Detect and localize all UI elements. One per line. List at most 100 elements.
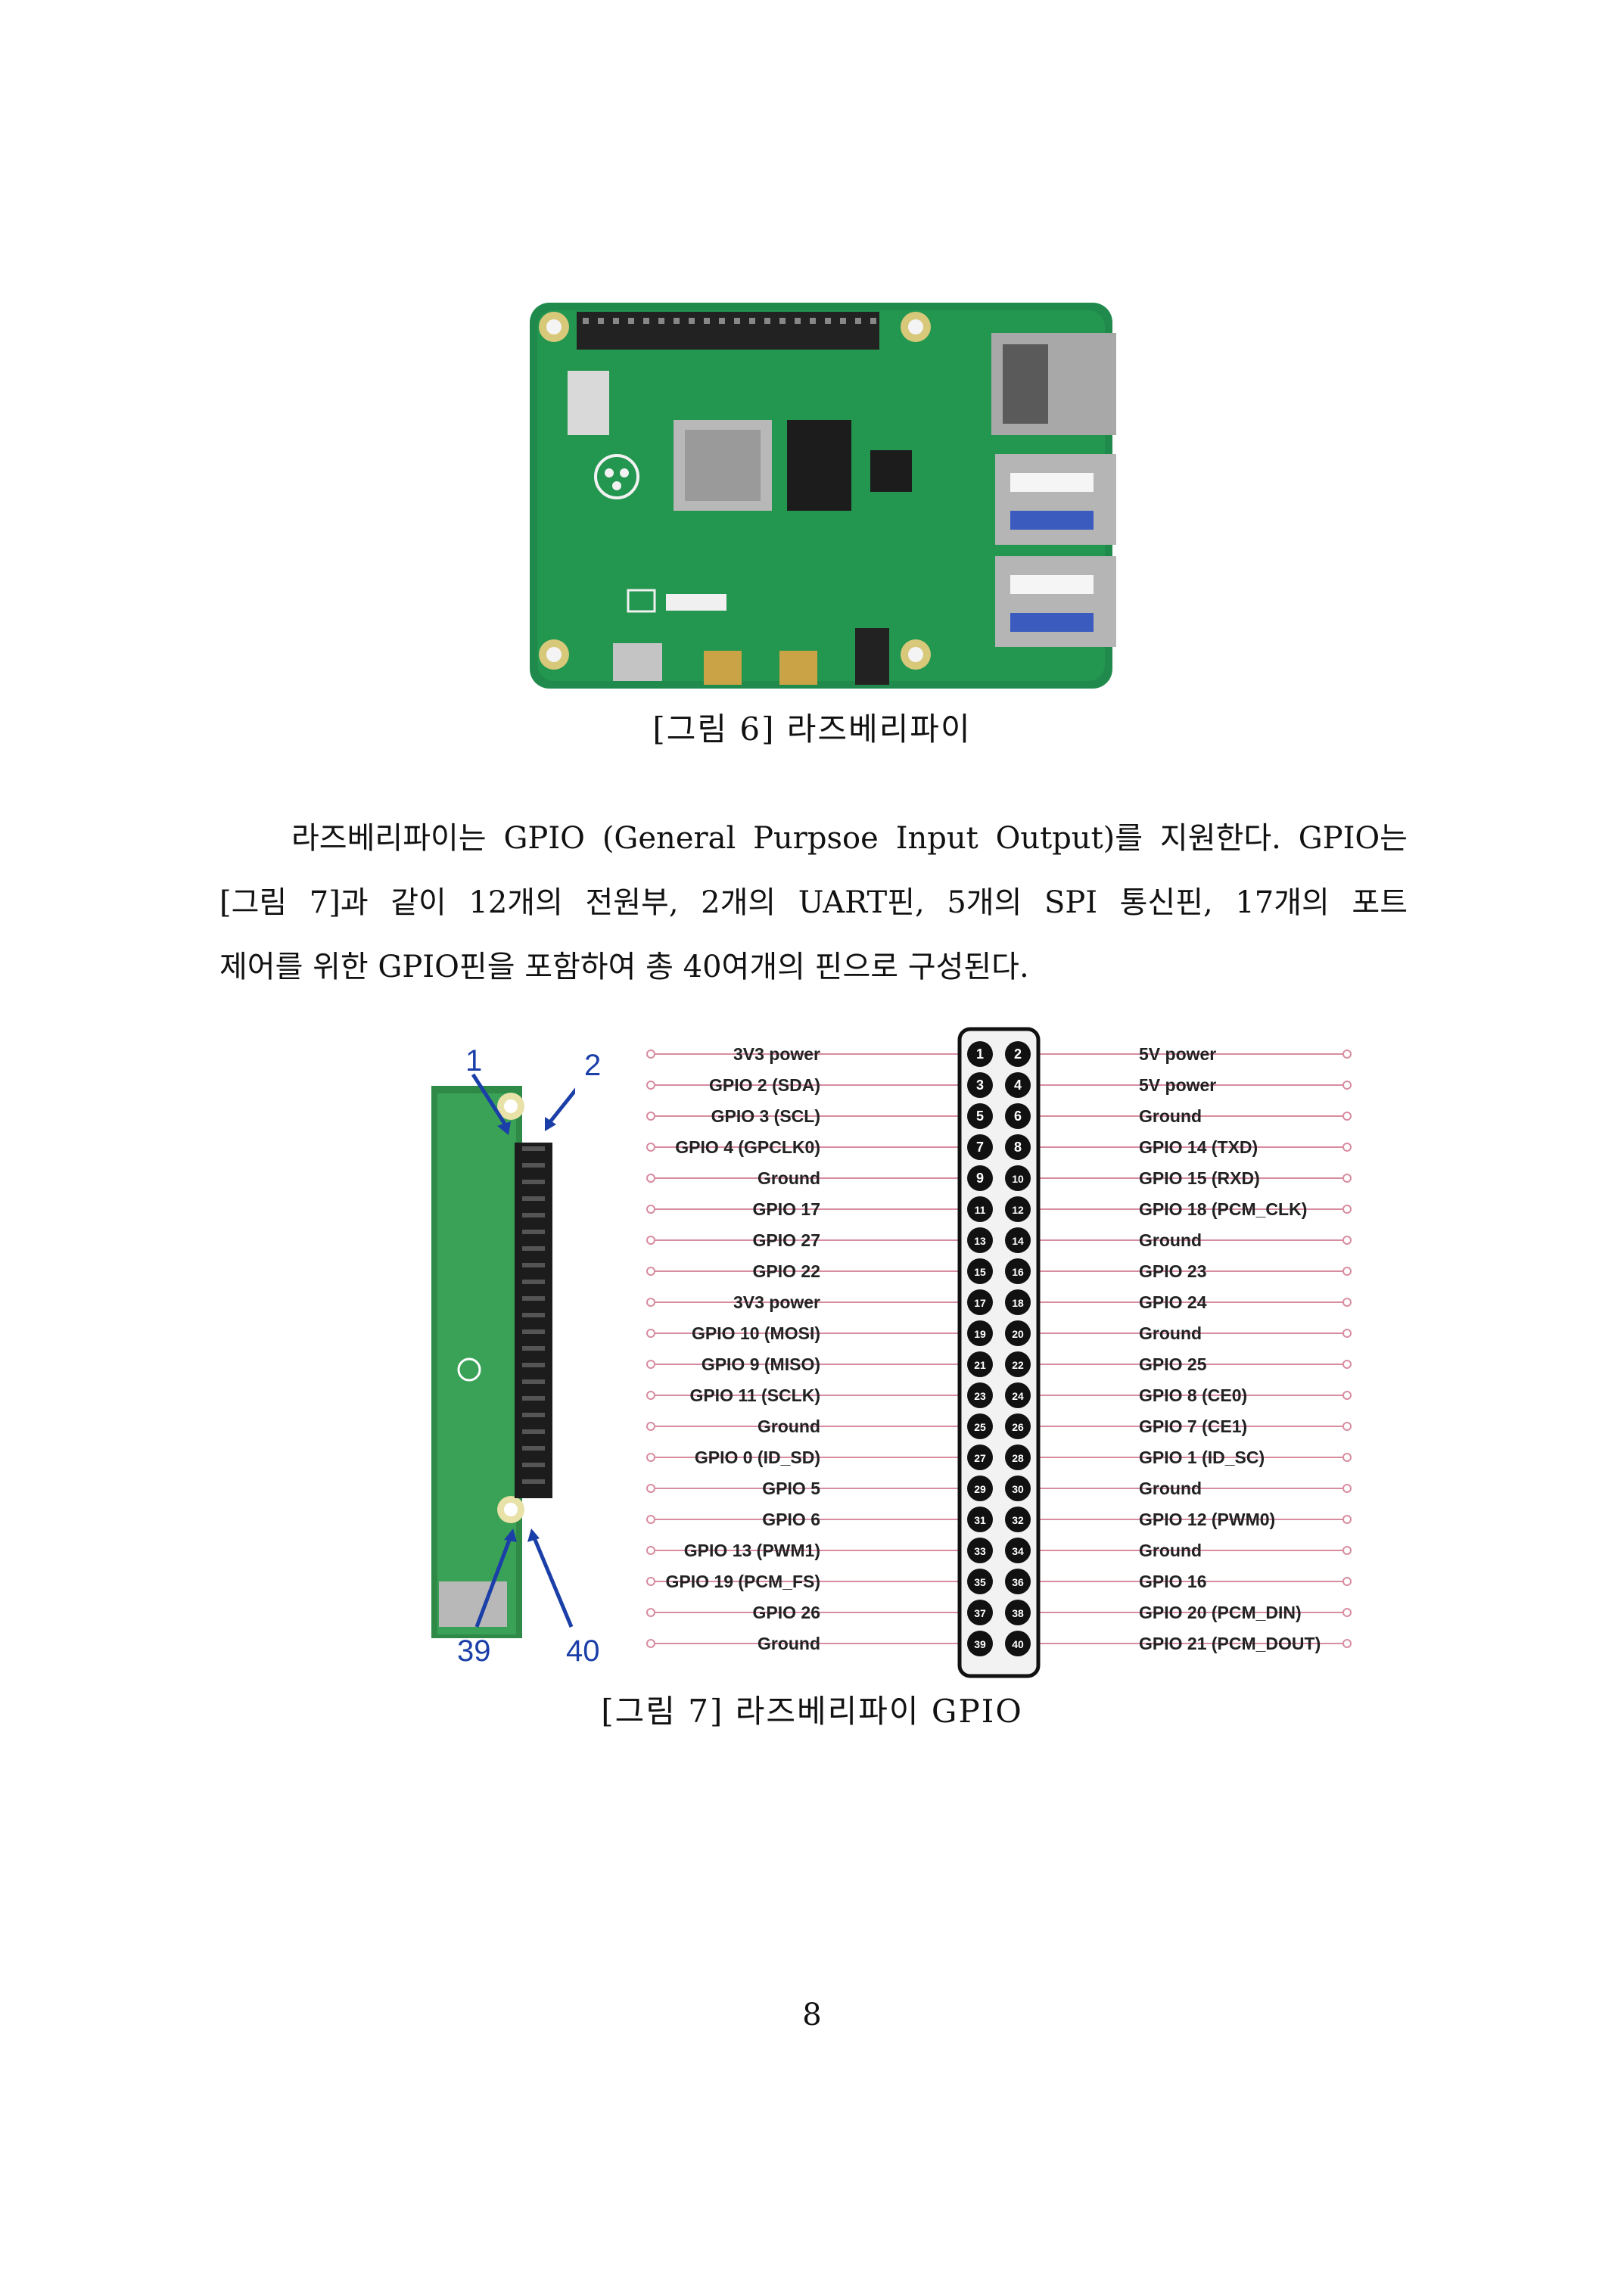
pin-label-28: GPIO 1 (ID_SC) (1139, 1448, 1265, 1467)
pin-11 (967, 1196, 993, 1222)
pin-label-1: 3V3 power (733, 1044, 820, 1064)
pin-label-17: 3V3 power (733, 1292, 820, 1312)
pin-line-end-16 (1342, 1267, 1352, 1276)
pin-number-12: 12 (1012, 1204, 1024, 1216)
pin-number-23: 23 (974, 1390, 986, 1402)
pin-5 (967, 1103, 993, 1129)
pin-number-19: 19 (974, 1328, 986, 1340)
pin-number-40: 40 (1012, 1638, 1024, 1650)
pin-40 (1005, 1631, 1031, 1656)
page-number: 8 (802, 1998, 822, 2032)
pin-16 (1005, 1258, 1031, 1284)
pin-line-end-40 (1342, 1639, 1352, 1648)
pin-number-7: 7 (976, 1140, 984, 1155)
pin-label-20: Ground (1139, 1323, 1202, 1343)
pin-35 (967, 1569, 993, 1594)
pin-number-10: 10 (1012, 1173, 1024, 1185)
pin-label-26: GPIO 7 (CE1) (1139, 1416, 1248, 1436)
pin-line-end-23 (646, 1391, 655, 1400)
pin-line-end-38 (1342, 1608, 1352, 1617)
pin-line-end-32 (1342, 1515, 1352, 1524)
pin-number-6: 6 (1014, 1109, 1022, 1124)
pin-number-8: 8 (1014, 1140, 1022, 1155)
pin-label-10: GPIO 15 (RXD) (1139, 1168, 1260, 1188)
pin-line-end-6 (1342, 1112, 1352, 1121)
pin-number-20: 20 (1012, 1328, 1024, 1340)
pin-label-6: Ground (1139, 1106, 1202, 1126)
pin-label-8: GPIO 14 (TXD) (1139, 1137, 1258, 1157)
pin-18 (1005, 1289, 1031, 1315)
pin-line-end-21 (646, 1360, 655, 1369)
pin-number-26: 26 (1012, 1421, 1024, 1433)
pin-label-39: Ground (757, 1634, 820, 1653)
pin-line-end-26 (1342, 1422, 1352, 1431)
pin-number-2-label: 2 (584, 1049, 602, 1082)
pin-number-39: 39 (974, 1638, 986, 1650)
pin-line-end-3 (646, 1081, 655, 1090)
pin-label-24: GPIO 8 (CE0) (1139, 1385, 1248, 1405)
pin-label-11: GPIO 17 (752, 1199, 820, 1219)
pin-number-30: 30 (1012, 1483, 1024, 1495)
pin-number-38: 38 (1012, 1607, 1024, 1619)
pin-number-21: 21 (974, 1359, 986, 1371)
pin-34 (1005, 1538, 1031, 1563)
pin-label-37: GPIO 26 (752, 1603, 820, 1622)
pin-label-15: GPIO 22 (752, 1261, 820, 1281)
pin-30 (1005, 1476, 1031, 1501)
pin-number-35: 35 (974, 1576, 986, 1588)
pin-number-2: 2 (1014, 1046, 1022, 1062)
pin-31 (967, 1507, 993, 1532)
pin-label-31: GPIO 6 (762, 1510, 820, 1529)
pin-number-40-label: 40 (566, 1634, 600, 1668)
pin-number-1: 1 (976, 1046, 984, 1062)
pin-37 (967, 1600, 993, 1625)
pin-line-end-5 (646, 1112, 655, 1121)
pin-20 (1005, 1320, 1031, 1346)
pin-number-33: 33 (974, 1545, 986, 1557)
pin-label-33: GPIO 13 (PWM1) (683, 1541, 820, 1560)
pin-line-end-30 (1342, 1484, 1352, 1493)
pin-label-32: GPIO 12 (PWM0) (1139, 1510, 1276, 1529)
pin-line-end-35 (646, 1577, 655, 1586)
pin-9 (967, 1165, 993, 1191)
pin-line-end-34 (1342, 1546, 1352, 1555)
pin-13 (967, 1227, 993, 1253)
pin-label-38: GPIO 20 (PCM_DIN) (1139, 1603, 1302, 1622)
pin-label-9: Ground (757, 1168, 820, 1188)
pin-number-4: 4 (1014, 1078, 1022, 1093)
pin-label-16: GPIO 23 (1139, 1261, 1207, 1281)
pin-label-35: GPIO 19 (PCM_FS) (665, 1572, 820, 1591)
pin-26 (1005, 1413, 1031, 1439)
pin-number-37: 37 (974, 1607, 986, 1619)
pin-32 (1005, 1507, 1031, 1532)
pin-line-end-39 (646, 1639, 655, 1648)
gpio-header-strip-image (431, 1073, 575, 1638)
pin-number-14: 14 (1012, 1235, 1024, 1247)
pin-10 (1005, 1165, 1031, 1191)
pin-label-19: GPIO 10 (MOSI) (692, 1323, 820, 1343)
pin-22 (1005, 1351, 1031, 1377)
pin-label-34: Ground (1139, 1541, 1202, 1560)
paragraph-line-2: [그림 7]과 같이 12개의 전원부, 2개의 UART핀, 5개의 SPI … (219, 885, 1408, 920)
pin-14 (1005, 1227, 1031, 1253)
figure-7-caption: [그림 7] 라즈베리파이 GPIO (601, 1693, 1023, 1730)
pin-line-end-33 (646, 1546, 655, 1555)
pin-connector-lines (646, 1050, 1352, 1648)
pin-label-7: GPIO 4 (GPCLK0) (675, 1137, 820, 1157)
pin-line-end-37 (646, 1608, 655, 1617)
pin-label-30: Ground (1139, 1479, 1202, 1498)
pin-4 (1005, 1072, 1031, 1098)
pin-number-22: 22 (1012, 1359, 1024, 1371)
pin-number-24: 24 (1012, 1390, 1024, 1402)
pin-label-40: GPIO 21 (PCM_DOUT) (1139, 1634, 1321, 1653)
pin-line-end-19 (646, 1329, 655, 1338)
pin-number-32: 32 (1012, 1514, 1024, 1526)
pin-23 (967, 1382, 993, 1408)
pin-label-14: Ground (1139, 1230, 1202, 1250)
pin-line-end-27 (646, 1453, 655, 1462)
raspberry-pi-board-image (530, 303, 1116, 689)
pin-2 (1005, 1041, 1031, 1067)
pin-number-25: 25 (974, 1421, 986, 1433)
pin-label-23: GPIO 11 (SCLK) (689, 1385, 820, 1405)
pin-38 (1005, 1600, 1031, 1625)
